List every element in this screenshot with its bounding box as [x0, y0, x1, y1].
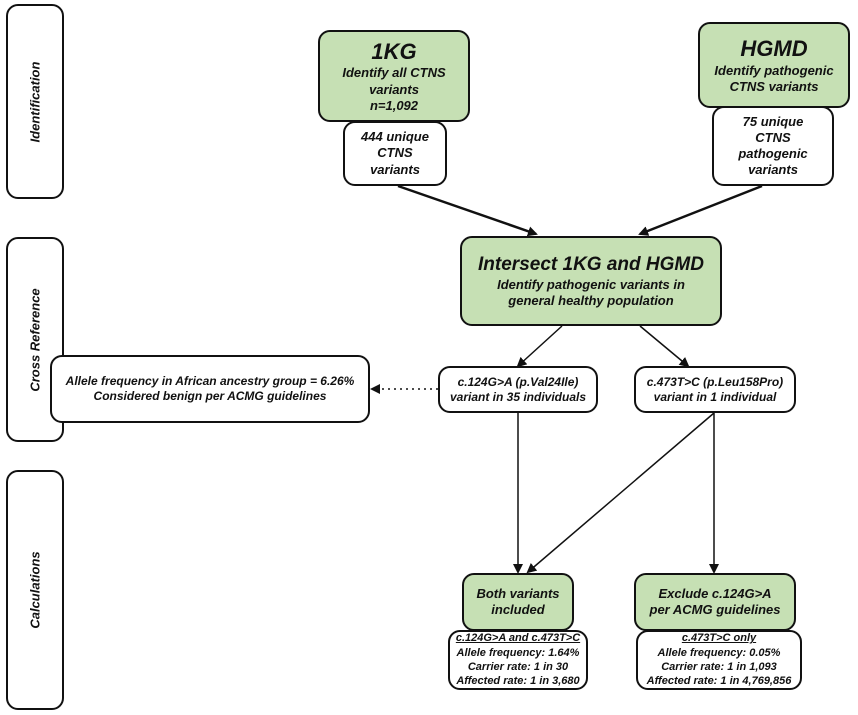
onekg-box: 1KG Identify all CTNS variants n=1,092 [318, 30, 470, 122]
hgmd-line1: Identify pathogenic [714, 62, 834, 78]
arrow-variant-b-to-both [526, 412, 715, 574]
allele-note-line2: Considered benign per ACMG guidelines [93, 389, 327, 403]
both-carrier: Carrier rate: 1 in 30 [467, 661, 569, 673]
both-stats-box: c.124G>A and c.473T>C Allele frequency: … [448, 630, 588, 690]
onekg-unique-box: 444 unique CTNS variants [343, 121, 447, 186]
intersect-title: Intersect 1KG and HGMD [478, 253, 704, 275]
onekg-sub2: CTNS [377, 145, 413, 161]
variant-a-line1: c.124G>A (p.Val24Ile) [457, 374, 579, 389]
intersect-box: Intersect 1KG and HGMD Identify pathogen… [460, 236, 722, 326]
hgmd-title: HGMD [740, 36, 808, 61]
arrow-intersect-to-variant-b [639, 325, 690, 368]
arrow-1kg-to-intersect [397, 184, 538, 237]
onekg-sub3: variants [370, 161, 420, 177]
variant-a-line2: variant in 35 individuals [449, 389, 587, 404]
variant-b-box: c.473T>C (p.Leu158Pro) variant in 1 indi… [634, 366, 796, 413]
section-calculations: Calculations [6, 470, 64, 710]
exclude-box: Exclude c.124G>A per ACMG guidelines [634, 573, 796, 631]
allele-note-line1: Allele frequency in African ancestry gro… [65, 374, 355, 388]
variant-a-box: c.124G>A (p.Val24Ile) variant in 35 indi… [438, 366, 598, 413]
hgmd-sub2: CTNS [755, 129, 791, 145]
both-affected: Affected rate: 1 in 3,680 [456, 675, 580, 688]
both-allele: Allele frequency: 1.64% [456, 646, 580, 659]
onekg-line3: n=1,092 [369, 97, 419, 113]
both-title2: included [491, 602, 545, 617]
hgmd-line2: CTNS variants [729, 78, 819, 94]
both-title1: Both variants [476, 585, 560, 601]
allele-note-box: Allele frequency in African ancestry gro… [50, 355, 370, 423]
exclude-title1: Exclude c.124G>A [658, 585, 772, 601]
intersect-line2: general healthy population [508, 292, 674, 308]
exclude-stats-box: c.473T>C only Allele frequency: 0.05% Ca… [636, 630, 802, 690]
onekg-sub1: 444 unique [361, 129, 429, 145]
exclude-title2: per ACMG guidelines [649, 602, 781, 617]
variant-b-line2: variant in 1 individual [653, 389, 777, 404]
exclude-affected: Affected rate: 1 in 4,769,856 [646, 675, 792, 688]
hgmd-sub3: pathogenic [738, 146, 808, 161]
onekg-title: 1KG [371, 38, 417, 64]
exclude-carrier: Carrier rate: 1 in 1,093 [661, 661, 777, 673]
both-heading: c.124G>A and c.473T>C [455, 632, 581, 645]
both-variants-box: Both variants included [462, 573, 574, 631]
hgmd-sub1: 75 unique [742, 113, 804, 129]
exclude-heading: c.473T>C only [681, 632, 757, 645]
onekg-line2: variants [369, 81, 419, 97]
onekg-line1: Identify all CTNS [342, 65, 446, 81]
arrow-intersect-to-variant-a [516, 325, 563, 368]
arrow-hgmd-to-intersect [638, 184, 763, 236]
exclude-allele: Allele frequency: 0.05% [657, 646, 781, 659]
hgmd-unique-box: 75 unique CTNS pathogenic variants [712, 106, 834, 186]
intersect-line1: Identify pathogenic variants in [497, 276, 685, 292]
hgmd-sub4: variants [748, 162, 798, 178]
section-identification: Identification [6, 4, 64, 199]
section-cross-reference: Cross Reference [6, 237, 64, 442]
variant-b-line1: c.473T>C (p.Leu158Pro) [646, 374, 784, 389]
hgmd-box: HGMD Identify pathogenic CTNS variants [698, 22, 850, 108]
